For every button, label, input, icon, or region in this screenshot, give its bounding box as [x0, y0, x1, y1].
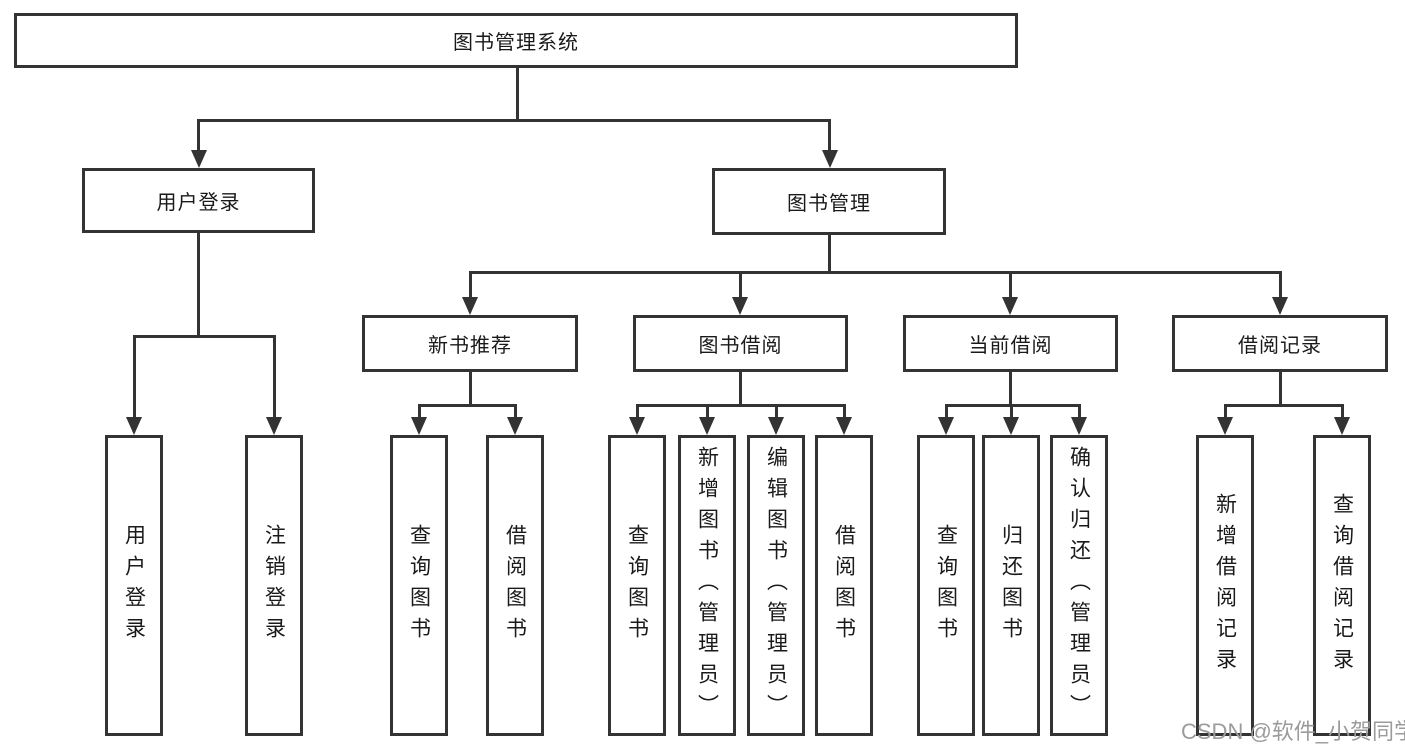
connector — [418, 404, 517, 407]
arrow-down-icon — [822, 150, 838, 168]
node-leaf-query-borrow-record: 查询借阅记录 — [1313, 435, 1371, 736]
connector — [1224, 404, 1344, 407]
leaf-label: 查询图书 — [625, 523, 649, 648]
node-book-borrowing-label: 图书借阅 — [698, 335, 783, 357]
leaf-label: 用户登录 — [122, 523, 146, 648]
arrow-down-icon — [836, 417, 852, 435]
csdn-watermark: CSDN @软件_小贺同学 — [1181, 719, 1405, 744]
node-leaf-borrow-books-2: 借阅图书 — [815, 435, 873, 736]
leaf-label: 查询图书 — [407, 523, 431, 648]
node-root: 图书管理系统 — [14, 13, 1018, 68]
arrow-down-icon — [1002, 297, 1018, 315]
node-leaf-add-borrow-record: 新增借阅记录 — [1196, 435, 1254, 736]
leaf-label: 确认归还（管理员） — [1067, 446, 1091, 725]
connector — [469, 271, 472, 299]
connector — [1078, 404, 1081, 419]
connector — [273, 335, 276, 419]
node-book-management-label: 图书管理 — [787, 193, 871, 215]
connector — [197, 119, 831, 122]
connector — [516, 67, 519, 121]
arrow-down-icon — [462, 297, 478, 315]
node-leaf-borrow-books-1: 借阅图书 — [486, 435, 544, 736]
connector — [739, 271, 742, 299]
arrow-down-icon — [768, 417, 784, 435]
leaf-label: 编辑图书（管理员） — [764, 446, 788, 725]
arrow-down-icon — [1272, 297, 1288, 315]
node-borrowing-records: 借阅记录 — [1172, 315, 1388, 372]
node-root-label: 图书管理系统 — [453, 32, 579, 54]
node-leaf-query-books-3: 查询图书 — [917, 435, 975, 736]
node-leaf-add-books-admin: 新增图书（管理员） — [678, 435, 736, 736]
connector — [197, 233, 200, 338]
arrow-down-icon — [191, 150, 207, 168]
arrow-down-icon — [699, 417, 715, 435]
leaf-label: 借阅图书 — [832, 523, 856, 648]
connector — [469, 372, 472, 407]
connector — [1341, 404, 1344, 419]
node-current-borrowing-label: 当前借阅 — [968, 335, 1053, 357]
leaf-label: 查询图书 — [934, 523, 958, 648]
node-leaf-user-login: 用户登录 — [105, 435, 163, 736]
connector — [1010, 404, 1013, 419]
arrow-down-icon — [411, 417, 427, 435]
connector — [1279, 372, 1282, 407]
node-user-login-label: 用户登录 — [156, 192, 241, 214]
node-leaf-confirm-return-admin: 确认归还（管理员） — [1050, 435, 1108, 736]
arrow-down-icon — [266, 417, 282, 435]
arrow-down-icon — [1334, 417, 1350, 435]
node-book-borrowing: 图书借阅 — [633, 315, 848, 372]
arrow-down-icon — [629, 417, 645, 435]
node-new-book-recommendation-label: 新书推荐 — [428, 335, 512, 357]
arrow-down-icon — [126, 417, 142, 435]
arrow-down-icon — [1217, 417, 1233, 435]
leaf-label: 新增图书（管理员） — [695, 446, 719, 725]
connector — [843, 404, 846, 419]
connector — [469, 271, 1282, 274]
arrow-down-icon — [732, 297, 748, 315]
connector — [828, 235, 831, 274]
connector — [706, 404, 709, 419]
connector — [1279, 271, 1282, 299]
connector — [418, 404, 421, 419]
leaf-label: 借阅图书 — [503, 523, 527, 648]
connector — [945, 404, 1081, 407]
node-new-book-recommendation: 新书推荐 — [362, 315, 578, 372]
node-book-management: 图书管理 — [712, 168, 946, 235]
connector — [739, 372, 742, 407]
arrow-down-icon — [507, 417, 523, 435]
connector — [636, 404, 639, 419]
connector — [828, 119, 831, 152]
connector — [133, 335, 136, 419]
connector — [197, 119, 200, 152]
connector — [775, 404, 778, 419]
connector — [1009, 271, 1012, 299]
arrow-down-icon — [1003, 417, 1019, 435]
node-leaf-edit-books-admin: 编辑图书（管理员） — [747, 435, 805, 736]
connector — [1009, 372, 1012, 407]
node-leaf-logout: 注销登录 — [245, 435, 303, 736]
connector — [133, 335, 276, 338]
leaf-label: 归还图书 — [999, 523, 1023, 648]
arrow-down-icon — [1071, 417, 1087, 435]
connector — [945, 404, 948, 419]
connector — [1224, 404, 1227, 419]
node-leaf-query-books-1: 查询图书 — [390, 435, 448, 736]
node-leaf-return-books: 归还图书 — [982, 435, 1040, 736]
connector — [514, 404, 517, 419]
connector — [636, 404, 846, 407]
node-user-login: 用户登录 — [82, 168, 315, 233]
arrow-down-icon — [938, 417, 954, 435]
leaf-label: 新增借阅记录 — [1213, 492, 1237, 679]
node-current-borrowing: 当前借阅 — [903, 315, 1118, 372]
node-leaf-query-books-2: 查询图书 — [608, 435, 666, 736]
leaf-label: 注销登录 — [262, 523, 286, 648]
node-borrowing-records-label: 借阅记录 — [1238, 335, 1322, 357]
leaf-label: 查询借阅记录 — [1330, 492, 1354, 679]
